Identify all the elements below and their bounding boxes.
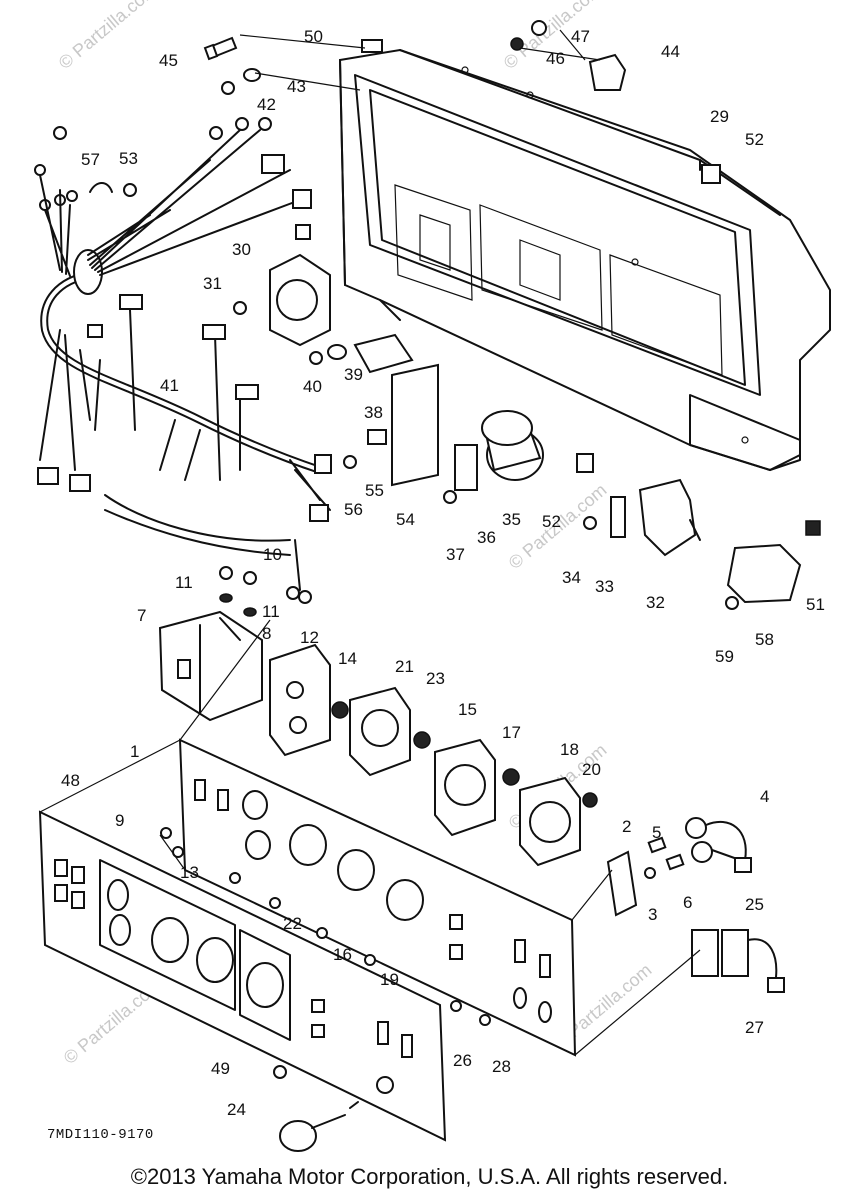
drawing-code: 7MDI110-9170 [47,1127,154,1143]
copyright-notice: ©2013 Yamaha Motor Corporation, U.S.A. A… [130,1164,729,1189]
callout-54: 54 [396,510,415,529]
callout-11b: 11 [262,602,280,621]
callout-37: 37 [446,545,465,564]
callout-25: 25 [745,895,764,914]
callout-58: 58 [755,630,774,649]
watermark: © Partzilla.com [55,0,161,73]
callout-36: 36 [477,528,496,547]
callout-10: 10 [263,545,282,564]
callout-40: 40 [303,377,322,396]
callout-8: 8 [262,624,271,643]
callout-16: 16 [333,945,352,964]
breakers-receptacles [158,566,785,993]
callout-14: 14 [338,649,357,668]
callout-26: 26 [453,1051,472,1070]
callout-15: 15 [458,700,477,719]
callout-56: 56 [344,500,363,519]
callout-19: 19 [380,970,399,989]
callout-50: 50 [304,27,323,46]
callout-38: 38 [364,403,383,422]
control-box-housing [338,48,831,472]
callout-23: 23 [426,669,445,688]
wire-harness [34,117,332,604]
callout-5: 5 [652,823,661,842]
callout-2: 2 [622,817,631,836]
callout-13: 13 [180,863,199,882]
callout-18: 18 [560,740,579,759]
callout-labels: 1 2 3 4 5 6 7 8 9 10 11 11 12 13 14 15 1… [61,27,825,1119]
callout-51: 51 [806,595,825,614]
callout-6: 6 [683,893,692,912]
callout-32: 32 [646,593,665,612]
callout-21: 21 [395,657,414,676]
callout-9: 9 [115,811,124,830]
callout-17: 17 [502,723,521,742]
callout-46: 46 [546,49,565,68]
callout-57: 57 [81,150,100,169]
callout-28: 28 [492,1057,511,1076]
callout-48: 48 [61,771,80,790]
callout-34: 34 [562,568,581,587]
callout-4: 4 [760,787,769,806]
callout-41: 41 [160,376,179,395]
callout-29: 29 [710,107,729,126]
callout-35: 35 [502,510,521,529]
callout-3: 3 [648,905,657,924]
callout-42: 42 [257,95,276,114]
callout-55: 55 [365,481,384,500]
callout-20: 20 [582,760,601,779]
callout-44: 44 [661,42,680,61]
callout-30: 30 [232,240,251,259]
callout-39: 39 [344,365,363,384]
callout-27: 27 [745,1018,764,1037]
callout-33: 33 [595,577,614,596]
callout-45: 45 [159,51,178,70]
control-panels [38,29,701,1152]
callout-1: 1 [130,742,139,761]
callout-24: 24 [227,1100,246,1119]
callout-31: 31 [203,274,222,293]
callout-22: 22 [283,914,302,933]
callout-7: 7 [137,606,146,625]
hardware-top [89,20,821,610]
callout-11a: 11 [175,573,193,592]
callout-47: 47 [571,27,590,46]
callout-49: 49 [211,1059,230,1078]
callout-12: 12 [300,628,319,647]
callout-52a: 52 [745,130,764,149]
callout-52b: 52 [542,512,561,531]
callout-43: 43 [287,77,306,96]
callout-53: 53 [119,149,138,168]
callout-59: 59 [715,647,734,666]
